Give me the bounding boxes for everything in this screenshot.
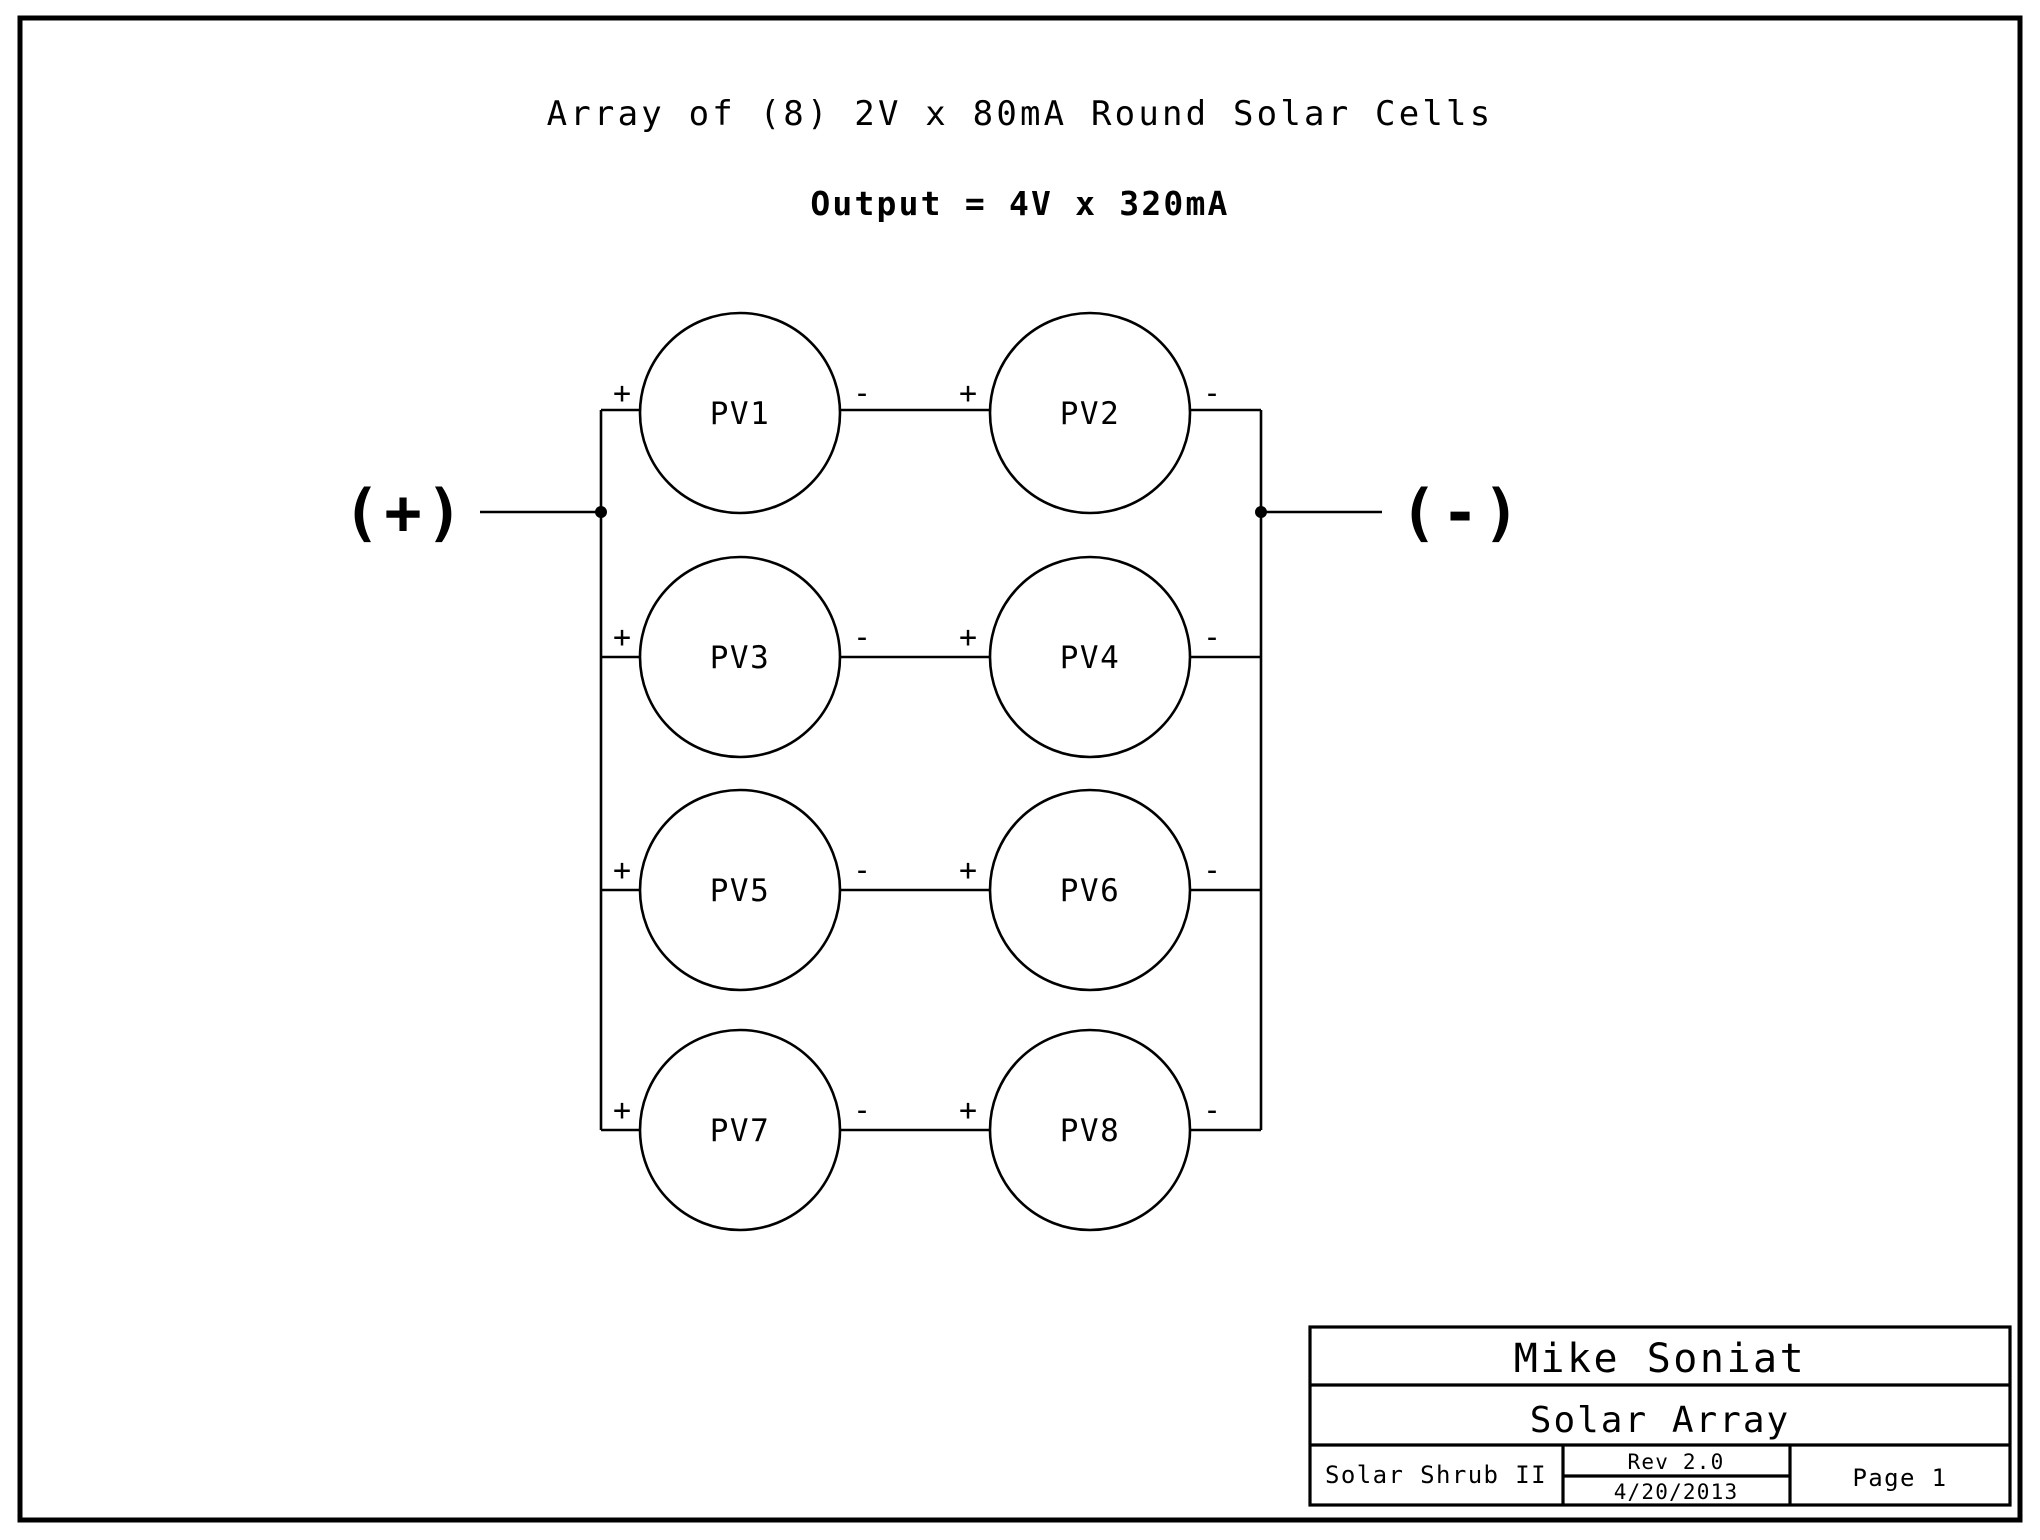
solar-cell-label: PV3 xyxy=(710,640,771,676)
title-block-author: Mike Soniat xyxy=(1514,1336,1806,1382)
polarity-minus-pv3: - xyxy=(853,620,871,655)
drawing-title-line-2: Output = 4V x 320mA xyxy=(810,184,1229,223)
solar-cell-pv7[interactable]: PV7 xyxy=(638,1028,842,1232)
polarity-minus-pv2: - xyxy=(1203,376,1221,411)
solar-cell-circle xyxy=(638,1028,842,1232)
polarity-minus-pv4: - xyxy=(1203,620,1221,655)
negative-terminal-label: (-) xyxy=(1400,476,1524,549)
polarity-minus-pv5: - xyxy=(853,853,871,888)
solar-cell-circle xyxy=(638,311,842,515)
solar-cell-array: PV1 + - PV2 + - PV3 + - PV4 + xyxy=(613,311,1221,1232)
solar-cell-pv6[interactable]: PV6 xyxy=(988,788,1192,992)
polarity-minus-pv6: - xyxy=(1203,853,1221,888)
solar-cell-label: PV7 xyxy=(710,1113,771,1149)
polarity-plus-pv5: + xyxy=(613,853,631,888)
polarity-plus-pv7: + xyxy=(613,1093,631,1128)
polarity-minus-pv7: - xyxy=(853,1093,871,1128)
polarity-minus-pv1: - xyxy=(853,376,871,411)
solar-cell-circle xyxy=(638,555,842,759)
polarity-minus-pv8: - xyxy=(1203,1093,1221,1128)
solar-cell-label: PV4 xyxy=(1060,640,1121,676)
positive-terminal-label: (+) xyxy=(343,476,467,549)
solar-cell-pv1[interactable]: PV1 xyxy=(638,311,842,515)
solar-cell-label: PV8 xyxy=(1060,1113,1121,1149)
title-block-date: 4/20/2013 xyxy=(1614,1480,1739,1504)
title-block-page: Page 1 xyxy=(1852,1464,1947,1492)
negative-junction-dot xyxy=(1255,506,1267,518)
solar-cell-label: PV6 xyxy=(1060,873,1121,909)
solar-cell-circle xyxy=(988,788,1192,992)
title-block-project: Solar Shrub II xyxy=(1325,1461,1547,1489)
solar-cell-circle xyxy=(988,311,1192,515)
title-block-revision: Rev 2.0 xyxy=(1628,1450,1725,1474)
solar-cell-pv2[interactable]: PV2 xyxy=(988,311,1192,515)
solar-cell-pv5[interactable]: PV5 xyxy=(638,788,842,992)
solar-cell-label: PV2 xyxy=(1060,396,1121,432)
polarity-plus-pv8: + xyxy=(959,1093,977,1128)
polarity-plus-pv2: + xyxy=(959,376,977,411)
solar-cell-pv3[interactable]: PV3 xyxy=(638,555,842,759)
solar-cell-label: PV5 xyxy=(710,873,771,909)
drawing-title-line-1: Array of (8) 2V x 80mA Round Solar Cells xyxy=(547,94,1494,134)
title-block-drawing-title: Solar Array xyxy=(1530,1400,1790,1441)
solar-cell-label: PV1 xyxy=(710,396,771,432)
polarity-plus-pv4: + xyxy=(959,620,977,655)
solar-cell-circle xyxy=(638,788,842,992)
polarity-plus-pv3: + xyxy=(613,620,631,655)
polarity-plus-pv6: + xyxy=(959,853,977,888)
title-block: Mike Soniat Solar Array Solar Shrub II R… xyxy=(1308,1325,2012,1507)
wiring-network xyxy=(480,408,1382,1132)
solar-cell-circle xyxy=(988,1028,1192,1232)
drawing-border xyxy=(17,15,2023,1523)
polarity-plus-pv1: + xyxy=(613,376,631,411)
title-block-outline xyxy=(1308,1325,2012,1507)
solar-cell-pv4[interactable]: PV4 xyxy=(988,555,1192,759)
solar-cell-circle xyxy=(988,555,1192,759)
positive-junction-dot xyxy=(595,506,607,518)
solar-cell-pv8[interactable]: PV8 xyxy=(988,1028,1192,1232)
